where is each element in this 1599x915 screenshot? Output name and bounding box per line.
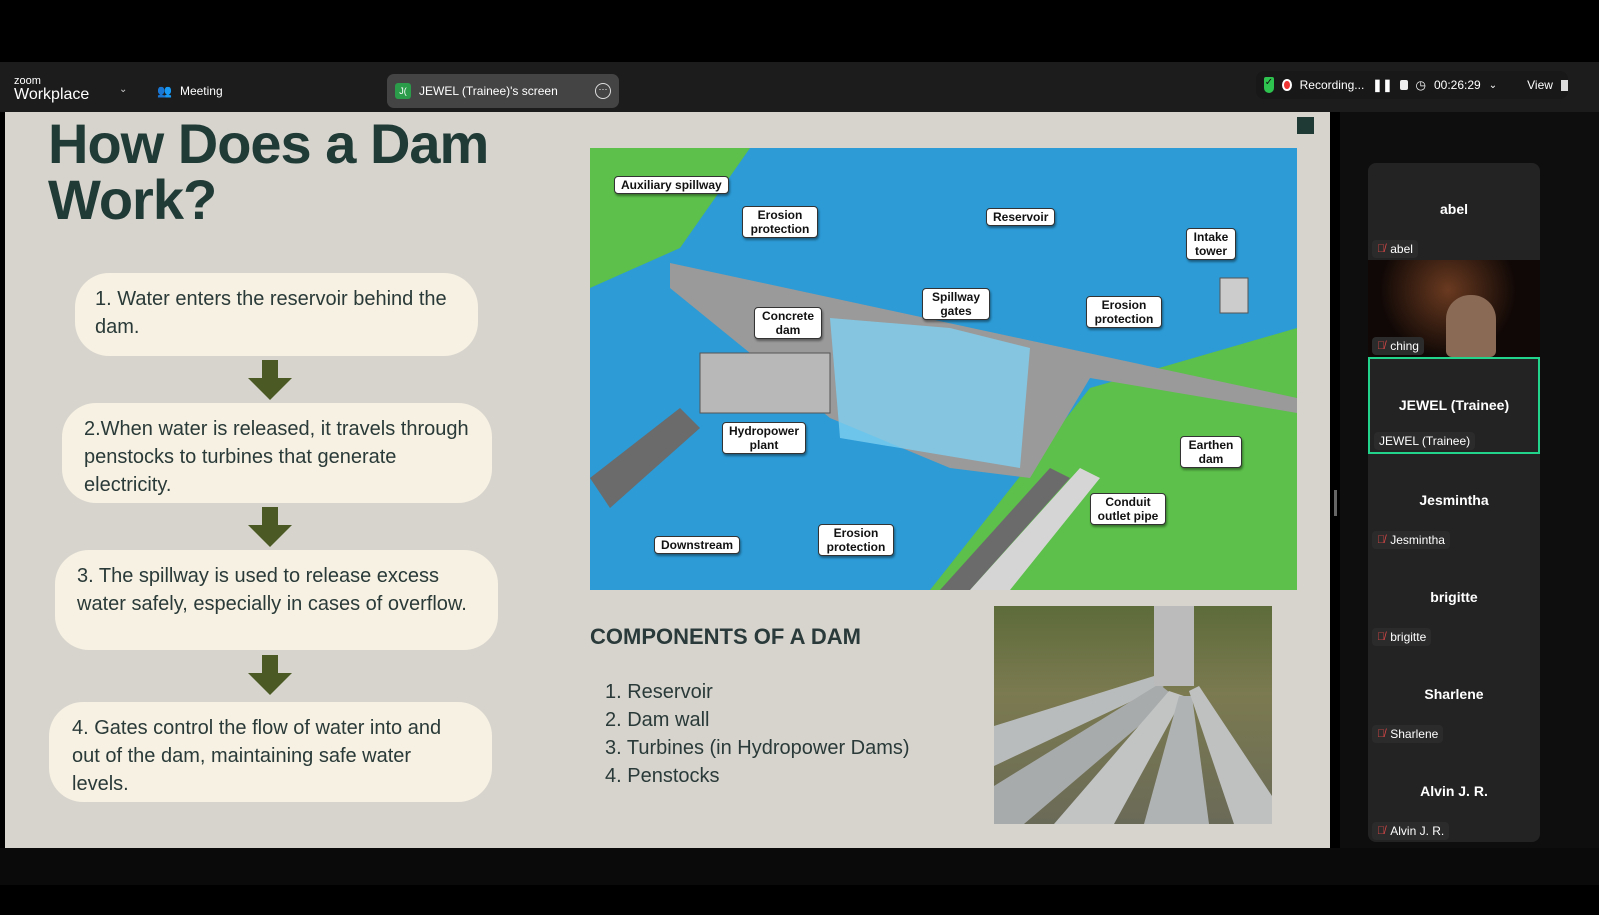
recording-label: Recording... <box>1299 78 1365 92</box>
logo-big: Workplace <box>14 86 90 103</box>
participant-tag: brigitte <box>1390 630 1427 644</box>
participant-name: abel <box>1439 201 1468 217</box>
label-spillway-gates: Spillway gates <box>922 288 990 320</box>
components-list: 1. Reservoir 2. Dam wall 3. Turbines (in… <box>605 678 910 790</box>
timer: 00:26:29 <box>1434 78 1481 92</box>
participant-tile[interactable]: abel 🎙̸ abel <box>1368 163 1540 260</box>
participant-tag: ching <box>1390 339 1419 353</box>
stop-button[interactable] <box>1400 80 1408 90</box>
label-conduit-outlet-pipe: Conduit outlet pipe <box>1090 493 1166 525</box>
bottom-bar <box>0 848 1599 885</box>
list-item: 3. Turbines (in Hydropower Dams) <box>605 737 910 759</box>
step-1: 1. Water enters the reservoir behind the… <box>75 273 478 356</box>
mic-muted-icon: 🎙̸ <box>1377 631 1386 643</box>
chevron-down-icon[interactable]: ⌄ <box>1488 79 1498 91</box>
clock-icon: ◷ <box>1415 78 1426 92</box>
meeting-label: Meeting <box>179 84 223 98</box>
penstock-photo <box>994 606 1272 824</box>
participant-tile[interactable]: Alvin J. R. 🎙̸ Alvin J. R. <box>1368 745 1540 842</box>
mic-muted-icon: 🎙̸ <box>1377 825 1386 837</box>
meeting-button[interactable]: 👥 Meeting <box>157 84 223 98</box>
participant-name: Sharlene <box>1424 686 1484 702</box>
slide-square-marker <box>1297 117 1314 134</box>
list-item: 4. Penstocks <box>605 765 720 787</box>
mic-muted-icon: 🎙̸ <box>1377 728 1386 740</box>
participant-video[interactable]: 🎙̸ ching <box>1368 260 1540 357</box>
shield-icon: ✓ <box>1264 77 1274 93</box>
participant-name: Jesmintha <box>1419 492 1489 508</box>
shared-slide: How Does a Dam Work? 1. Water enters the… <box>5 112 1330 848</box>
components-heading: COMPONENTS OF A DAM <box>590 624 861 649</box>
view-layout-icon[interactable] <box>1560 79 1568 91</box>
step-4: 4. Gates control the flow of water into … <box>49 702 492 802</box>
label-auxiliary-spillway: Auxiliary spillway <box>614 176 729 194</box>
dam-diagram: Auxiliary spillway Erosion protection Re… <box>590 148 1297 590</box>
dam-illustration <box>590 148 1297 590</box>
participant-tile[interactable]: Jesmintha 🎙̸ Jesmintha <box>1368 454 1540 551</box>
participant-name: Alvin J. R. <box>1420 783 1488 799</box>
label-reservoir: Reservoir <box>986 208 1056 226</box>
step-2: 2.When water is released, it travels thr… <box>62 403 492 503</box>
participant-tile[interactable]: Sharlene 🎙̸ Sharlene <box>1368 648 1540 745</box>
label-intake-tower: Intake tower <box>1186 228 1236 260</box>
avatar: J( <box>395 83 411 99</box>
view-button[interactable]: View <box>1527 78 1553 92</box>
label-erosion-protection: Erosion protection <box>818 524 894 556</box>
logo-small: zoom <box>14 75 41 87</box>
participant-tag: Sharlene <box>1390 727 1439 741</box>
more-icon[interactable]: ··· <box>595 83 611 99</box>
panel-resize-handle[interactable] <box>1334 490 1337 516</box>
label-hydropower-plant: Hydropower plant <box>722 422 806 454</box>
share-label: JEWEL (Trainee)'s screen <box>419 84 558 98</box>
list-item: 1. Reservoir <box>605 681 713 703</box>
label-concrete-dam: Concrete dam <box>754 307 822 339</box>
participant-tile-active-speaker[interactable]: JEWEL (Trainee) JEWEL (Trainee) <box>1368 357 1540 454</box>
chevron-down-icon[interactable]: ⌄ <box>119 84 128 95</box>
participant-tag: Alvin J. R. <box>1390 824 1445 838</box>
participant-face <box>1446 295 1496 357</box>
people-icon: 👥 <box>157 84 172 98</box>
slide-title: How Does a Dam Work? <box>48 112 489 231</box>
participant-name: JEWEL (Trainee) <box>1398 397 1510 413</box>
list-item: 2. Dam wall <box>605 709 710 731</box>
participant-tag: JEWEL (Trainee) <box>1379 434 1471 448</box>
label-erosion-protection: Erosion protection <box>1086 296 1162 328</box>
participant-tile[interactable]: brigitte 🎙̸ brigitte <box>1368 551 1540 648</box>
pause-button[interactable]: ❚❚ <box>1372 78 1393 92</box>
recording-bar: ✓ Recording... ❚❚ ◷ 00:26:29 ⌄ View <box>1256 71 1568 99</box>
participants-panel: abel🎙̸abel 🎙̸ching JEWEL (Trainee)JEWEL … <box>1340 112 1599 848</box>
participant-name: brigitte <box>1430 589 1478 605</box>
participant-tag: Jesmintha <box>1390 533 1445 547</box>
mic-muted-icon: 🎙̸ <box>1377 243 1386 255</box>
mic-muted-icon: 🎙̸ <box>1377 340 1386 352</box>
step-3: 3. The spillway is used to release exces… <box>55 550 498 650</box>
screen-share-indicator[interactable]: J( JEWEL (Trainee)'s screen ··· <box>387 74 619 108</box>
label-downstream: Downstream <box>654 536 741 554</box>
record-dot-icon <box>1281 79 1292 91</box>
participant-tag: abel <box>1390 242 1413 256</box>
label-earthen-dam: Earthen dam <box>1180 436 1242 468</box>
mic-muted-icon: 🎙̸ <box>1377 534 1386 546</box>
label-erosion-protection: Erosion protection <box>742 206 818 238</box>
